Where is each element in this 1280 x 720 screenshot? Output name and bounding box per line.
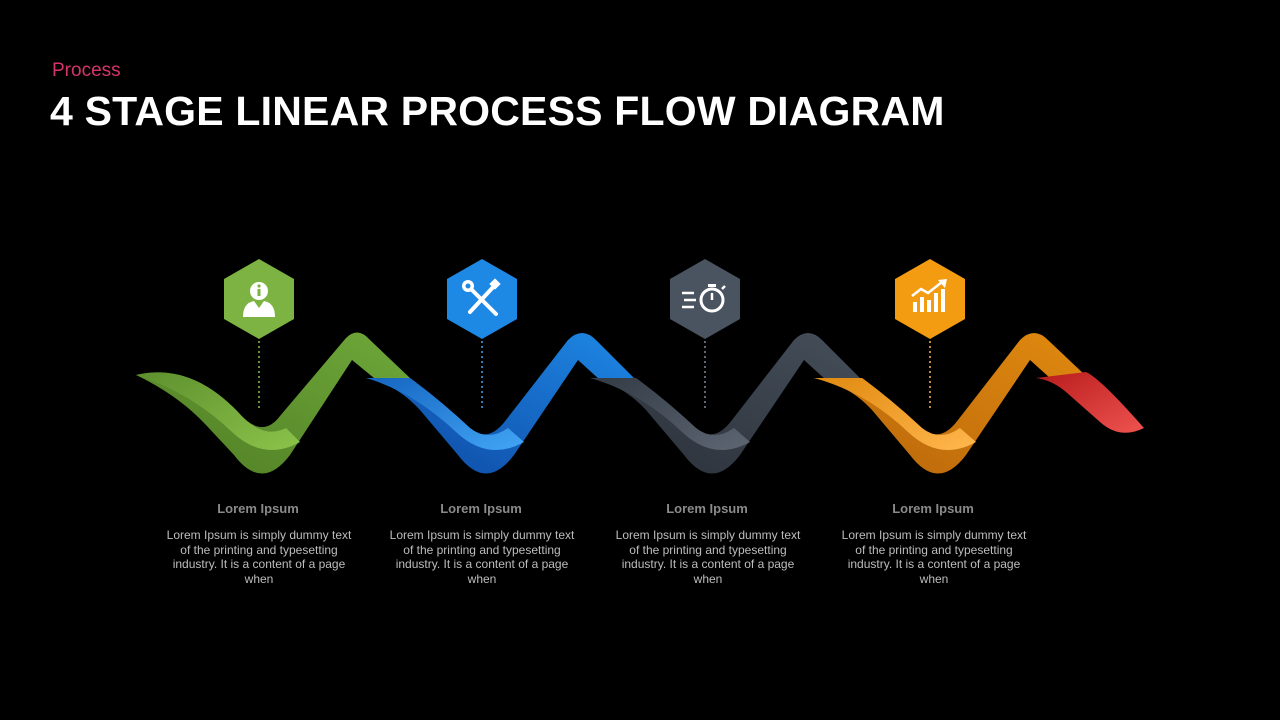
growth-chart-icon [911,279,947,312]
stage-4-title: Lorem Ipsum [892,501,974,516]
hexagon-badge-3 [670,259,740,339]
hexagon-badge-4 [895,259,965,339]
ribbon-stage-2 [366,333,636,474]
hexagon-badge-1 [224,259,294,339]
hexagon-badge-2 [447,259,517,339]
ribbon-stage-1 [136,332,410,474]
ribbon-stage-3 [590,333,862,474]
stage-3-text: Lorem Ipsum is simply dummy text of the … [615,528,801,586]
tools-icon [462,278,501,316]
stage-1-title: Lorem Ipsum [217,501,299,516]
stopwatch-icon [682,284,726,313]
info-person-icon [243,282,275,317]
page-title: 4 STAGE LINEAR PROCESS FLOW DIAGRAM [50,88,945,134]
stage-1-text: Lorem Ipsum is simply dummy text of the … [166,528,352,586]
stage-3-title: Lorem Ipsum [666,501,748,516]
stage-2-text: Lorem Ipsum is simply dummy text of the … [389,528,575,586]
stage-4-text: Lorem Ipsum is simply dummy text of the … [841,528,1027,586]
ribbon-stage-4 [814,333,1086,474]
stage-2-title: Lorem Ipsum [440,501,522,516]
ribbon-tail [1036,372,1144,433]
connectors [258,336,931,410]
section-label: Process [52,60,121,81]
